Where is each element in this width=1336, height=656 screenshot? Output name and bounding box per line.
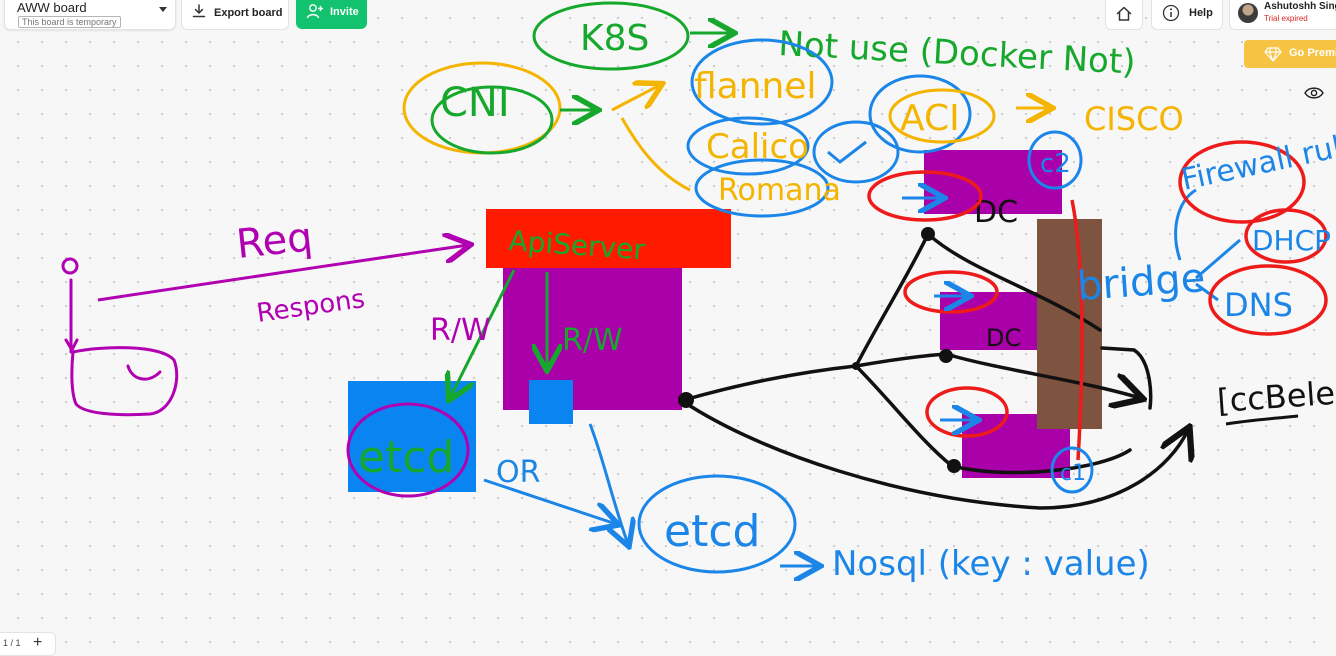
go-premium-label: Go Premium bbox=[1289, 47, 1336, 59]
network-nodes bbox=[678, 227, 961, 473]
board-title-dropdown[interactable]: AWW board This board is temporary bbox=[4, 0, 176, 30]
invite-label: Invite bbox=[330, 6, 359, 18]
or-arrow bbox=[483, 478, 616, 524]
cni-circle-green bbox=[430, 85, 554, 155]
red-bracket bbox=[1070, 199, 1084, 461]
dc-mid-label: DC bbox=[986, 324, 1021, 352]
go-premium-button[interactable]: Go Premium bbox=[1244, 40, 1336, 68]
user-menu[interactable]: Ashutoshh Singh Trial expired bbox=[1229, 0, 1336, 30]
nosql-label: Nosql (key : value) bbox=[832, 544, 1150, 584]
aci-label: ACI bbox=[900, 98, 960, 139]
bridge-links bbox=[1174, 188, 1241, 302]
help-label: Help bbox=[1189, 7, 1213, 19]
etcd-left-circle bbox=[346, 402, 470, 498]
master-to-etcd-arrow bbox=[588, 423, 628, 544]
avatar bbox=[1238, 3, 1258, 23]
ccbeled-label: [ccBeled bbox=[1216, 372, 1336, 420]
diamond-icon bbox=[1264, 47, 1282, 62]
info-icon bbox=[1162, 4, 1180, 22]
chevron-down-icon bbox=[159, 7, 167, 12]
dns-label: DNS bbox=[1224, 286, 1293, 324]
dns-circle bbox=[1208, 264, 1328, 336]
k8s-label: K8S bbox=[580, 18, 649, 59]
add-user-icon bbox=[306, 4, 323, 19]
trial-status: Trial expired bbox=[1264, 14, 1308, 23]
cni-label: CNI bbox=[440, 80, 510, 126]
aci-circle bbox=[868, 74, 972, 154]
home-icon bbox=[1116, 6, 1132, 21]
network-links bbox=[682, 232, 1188, 510]
flannel-label: flannel bbox=[694, 66, 817, 107]
red-circle-bottom bbox=[925, 386, 1009, 438]
export-board-label: Export board bbox=[214, 7, 283, 19]
apiserver-box[interactable] bbox=[486, 209, 731, 268]
or-label: OR bbox=[496, 455, 540, 490]
romana-label: Romana bbox=[718, 173, 841, 208]
temporary-badge: This board is temporary bbox=[18, 16, 121, 28]
blue-small-arrows bbox=[902, 198, 976, 420]
aci-circle-yellow bbox=[888, 88, 996, 144]
dhcp-label: DHCP bbox=[1252, 224, 1331, 257]
rw-left-label: R/W bbox=[430, 313, 491, 348]
romana-circle bbox=[694, 158, 830, 218]
top-toolbar: AWW board This board is temporary Export… bbox=[0, 0, 1336, 32]
board-title: AWW board bbox=[17, 0, 87, 15]
etcd-right-label: etcd bbox=[664, 506, 760, 557]
req-label: Req bbox=[234, 214, 314, 268]
eye-icon[interactable] bbox=[1304, 86, 1324, 100]
flannel-circle bbox=[690, 38, 834, 126]
c1-label: c1 bbox=[1060, 461, 1086, 486]
calico-aci-link bbox=[812, 120, 900, 184]
firewall-label: Firewall rule bbox=[1178, 126, 1336, 198]
download-icon bbox=[192, 4, 206, 18]
red-circle-mid bbox=[903, 270, 999, 314]
help-button[interactable]: Help bbox=[1151, 0, 1223, 30]
small-blue-box[interactable] bbox=[529, 380, 573, 424]
respons-label: Respons bbox=[255, 284, 367, 329]
calico-circle bbox=[686, 116, 810, 176]
c1-circle bbox=[1050, 446, 1094, 494]
c2-label: c2 bbox=[1040, 149, 1071, 179]
export-board-button[interactable]: Export board bbox=[181, 0, 289, 30]
rw-left-arrow bbox=[450, 269, 516, 398]
bridge-label: bridge bbox=[1075, 255, 1206, 310]
check-mark bbox=[827, 140, 867, 164]
firewall-circle bbox=[1178, 140, 1306, 224]
home-button[interactable] bbox=[1105, 0, 1143, 30]
rw-right-label: R/W bbox=[562, 323, 623, 358]
etcd-right-circle bbox=[637, 474, 797, 574]
user-name: Ashutoshh Singh bbox=[1264, 1, 1336, 12]
cni-branches bbox=[611, 85, 691, 192]
page-number: 1 / 1 bbox=[3, 638, 21, 648]
invite-button[interactable]: Invite bbox=[296, 0, 367, 29]
add-page-button[interactable]: + bbox=[33, 634, 43, 651]
request-arrow bbox=[97, 245, 468, 302]
cisco-label: CISCO bbox=[1084, 100, 1184, 138]
etcd-left-label: etcd bbox=[358, 432, 454, 483]
dhcp-circle bbox=[1244, 208, 1328, 264]
k8s-circle bbox=[532, 1, 690, 71]
c2-circle bbox=[1027, 130, 1083, 190]
red-circle-top bbox=[867, 170, 983, 222]
ccbeled-underline bbox=[1225, 414, 1299, 426]
client-drawing bbox=[61, 257, 179, 417]
